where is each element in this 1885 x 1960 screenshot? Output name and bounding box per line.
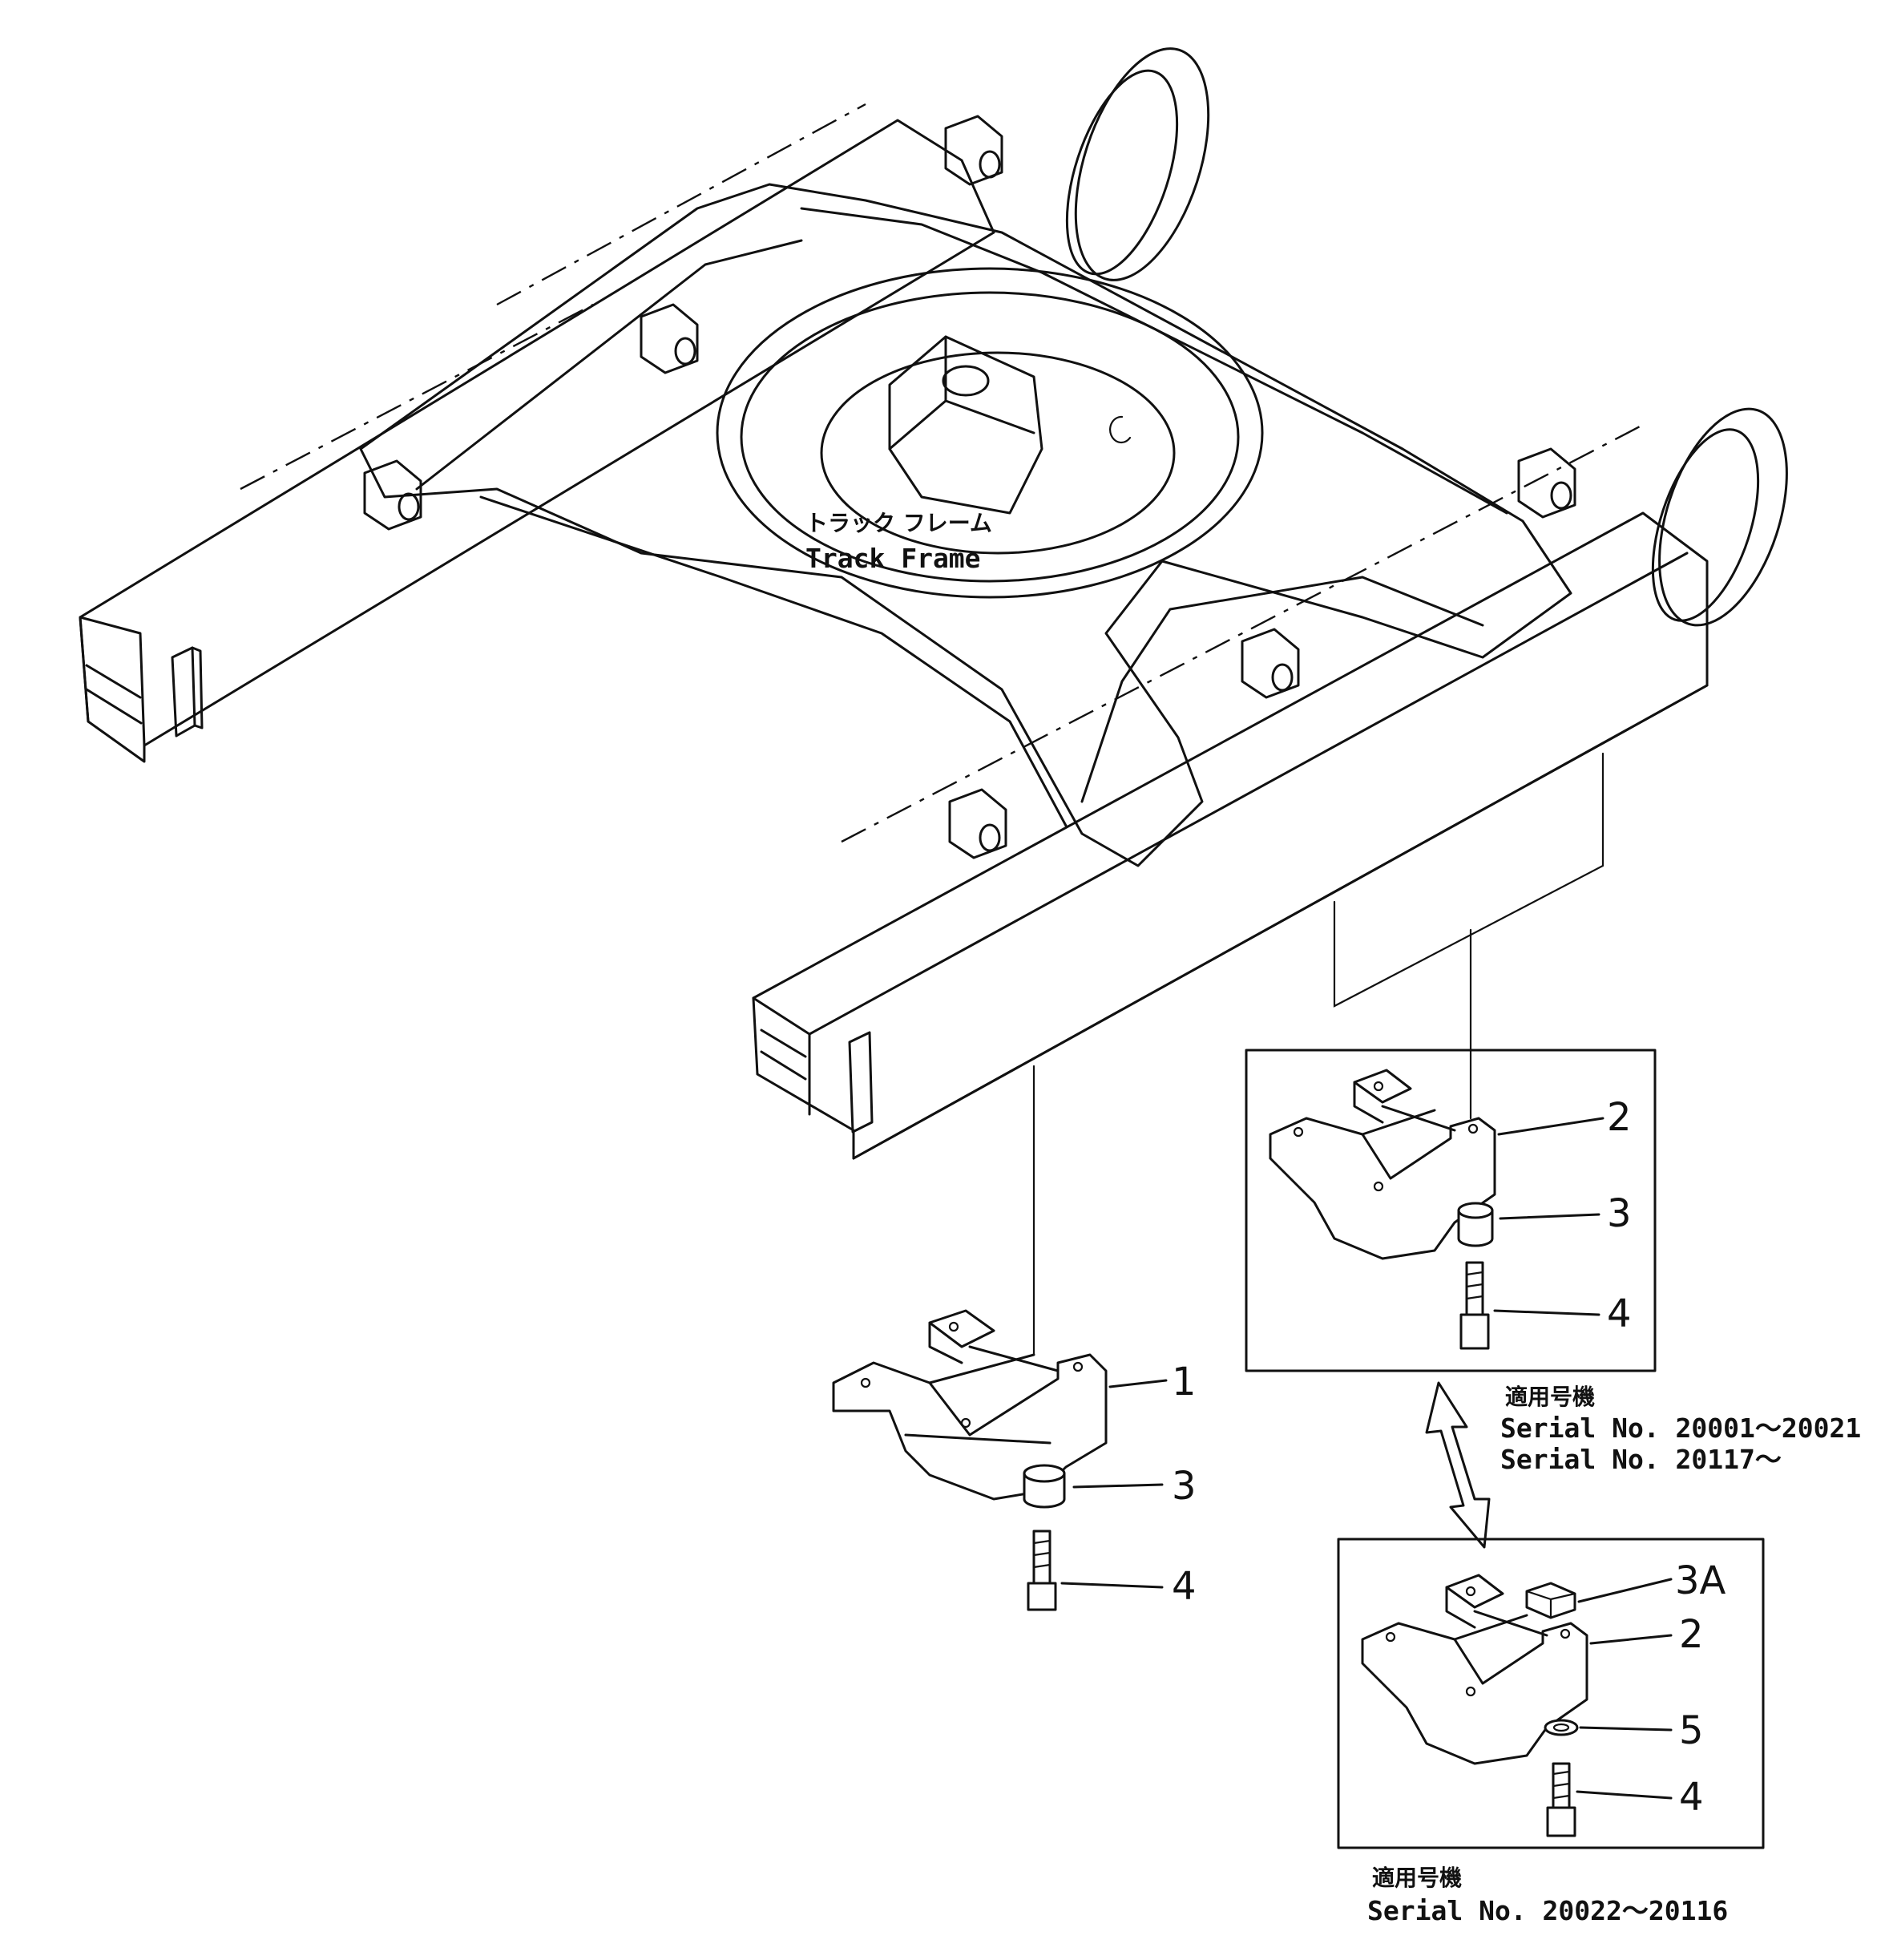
callout-1: 1 xyxy=(1172,1360,1197,1404)
leader-callout-1 xyxy=(1108,1379,1168,1388)
leader-callout-3-upper xyxy=(1499,1213,1600,1220)
track-frame-label-en: Track Frame xyxy=(805,543,981,574)
leader-callout-3A xyxy=(1577,1578,1673,1603)
variant-box-lower: 3A 2 5 4 xyxy=(1337,1538,1765,1849)
leader-callout-2-upper xyxy=(1497,1117,1604,1136)
track-frame-drawing xyxy=(79,47,1788,1160)
bolt-part-4-upper xyxy=(1459,1261,1490,1350)
callout-4-upper: 4 xyxy=(1607,1291,1632,1336)
callout-5: 5 xyxy=(1679,1708,1704,1753)
washer-part-5 xyxy=(1544,1719,1579,1736)
callout-4-lower: 4 xyxy=(1679,1775,1704,1820)
lower-box-serial-note: 適用号機 Serial No. 20022～20116 xyxy=(1367,1865,1728,1926)
lower-note-line1: Serial No. 20022～20116 xyxy=(1367,1895,1728,1926)
plate-part-3A xyxy=(1525,1582,1576,1619)
interchange-double-arrow xyxy=(1425,1381,1491,1549)
leader-callout-5 xyxy=(1579,1726,1673,1732)
upper-note-title: 適用号機 xyxy=(1505,1384,1595,1410)
upper-note-line2: Serial No. 20117～ xyxy=(1500,1444,1782,1475)
track-guard-part-1 xyxy=(832,1309,1108,1501)
track-frame-label: トラック フレーム Track Frame xyxy=(805,510,992,574)
leader-callout-4-lower xyxy=(1576,1790,1673,1800)
lower-note-title: 適用号機 xyxy=(1372,1865,1462,1891)
callout-2-lower: 2 xyxy=(1679,1612,1704,1657)
callout-4-main: 4 xyxy=(1172,1564,1197,1609)
bolt-part-4-main xyxy=(1027,1530,1057,1611)
leader-callout-2-lower xyxy=(1589,1634,1673,1645)
track-frame-label-jp: トラック フレーム xyxy=(805,510,992,536)
track-guard-part-2-lower xyxy=(1361,1574,1588,1765)
variant-box-upper: 2 3 4 xyxy=(1245,1049,1657,1372)
track-guard-part-2-upper xyxy=(1269,1069,1496,1260)
callout-2-upper: 2 xyxy=(1607,1095,1632,1140)
leader-callout-3-main xyxy=(1072,1483,1164,1489)
callout-3A: 3A xyxy=(1675,1558,1726,1603)
callout-3-upper: 3 xyxy=(1607,1191,1632,1236)
leader-callout-4-main xyxy=(1060,1582,1164,1589)
leader-callout-4-upper xyxy=(1493,1309,1600,1316)
spacer-part-3-main xyxy=(1023,1464,1066,1509)
upper-note-line1: Serial No. 20001～20021 xyxy=(1500,1412,1861,1444)
spacer-part-3-upper xyxy=(1457,1202,1494,1247)
upper-box-serial-note: 適用号機 Serial No. 20001～20021 Serial No. 2… xyxy=(1500,1384,1861,1475)
callout-3-main: 3 xyxy=(1172,1464,1197,1509)
bolt-part-4-lower xyxy=(1546,1762,1576,1837)
